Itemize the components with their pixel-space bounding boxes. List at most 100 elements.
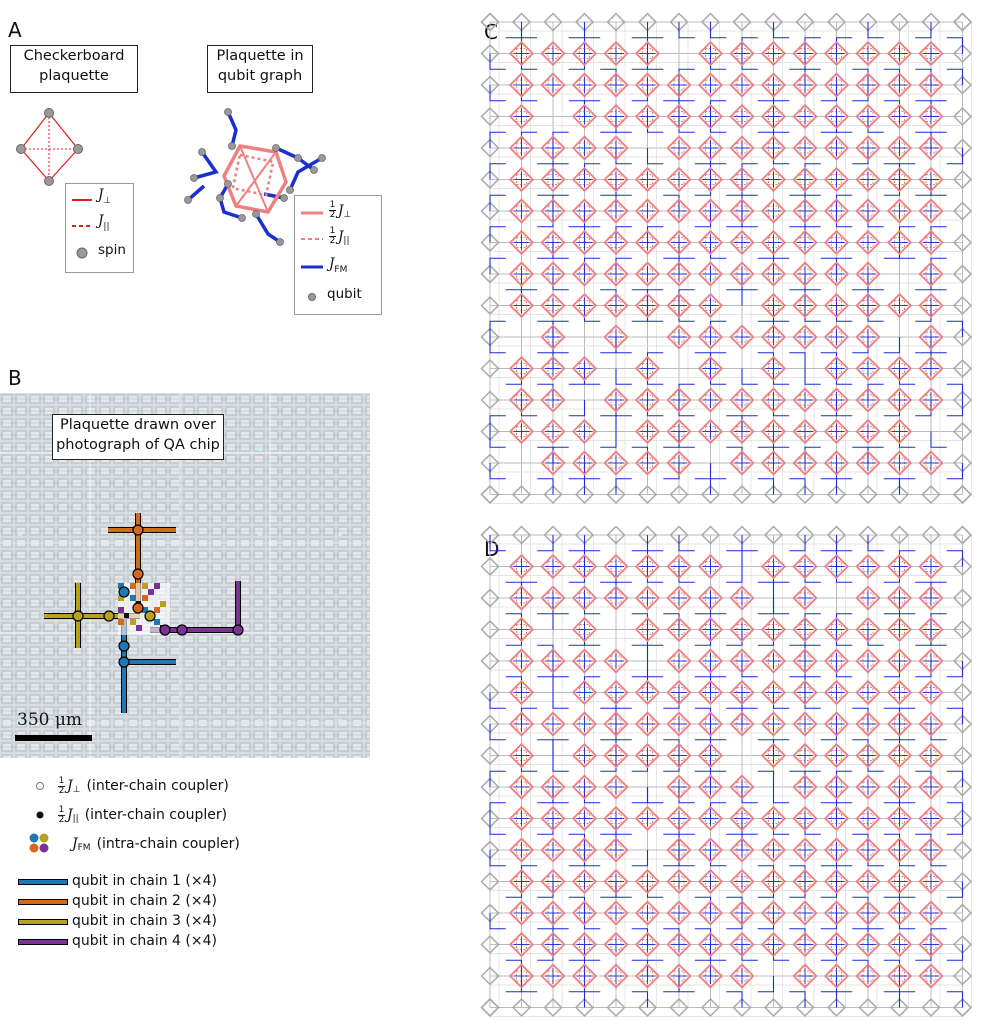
- plaquette: [666, 742, 692, 769]
- plaquette: [571, 166, 598, 193]
- plaquette: [603, 450, 629, 476]
- plaquette: [729, 931, 755, 958]
- fm-chain-path: [537, 676, 554, 693]
- plaquette: [666, 103, 692, 130]
- spin-label: spin: [98, 242, 126, 258]
- plaquette: [571, 135, 598, 161]
- boundary-plaquette: [952, 484, 973, 505]
- intra-chain-marker: [29, 833, 49, 853]
- plaquette: [540, 324, 566, 350]
- plaquette: [760, 616, 787, 643]
- plaquette: [540, 418, 566, 445]
- plaquette: [823, 711, 850, 737]
- boundary-plaquette: [952, 934, 973, 955]
- boundary-plaquette: [858, 12, 878, 32]
- j-perp-label: J⊥: [98, 187, 112, 206]
- plaquette: [571, 229, 598, 256]
- boundary-plaquette: [889, 525, 910, 545]
- plaquette: [540, 292, 566, 319]
- plaquette: [792, 387, 818, 413]
- plaquette: [760, 229, 787, 256]
- fm-chain-path: [946, 383, 964, 400]
- plaquette: [697, 553, 724, 580]
- fm-chain-path: [489, 802, 506, 819]
- plaquette: [603, 229, 629, 256]
- plaquette: [697, 355, 724, 382]
- plaquette: [697, 135, 724, 161]
- plaquette: [918, 837, 944, 863]
- plaquette: [823, 648, 850, 674]
- plaquette-over-chip-caption: Plaquette drawn over photograph of QA ch…: [52, 414, 224, 460]
- plaquette: [729, 103, 755, 130]
- plaquette: [540, 40, 566, 67]
- fm-chain-path: [489, 226, 506, 243]
- plaquette: [855, 40, 881, 67]
- plaquette: [697, 166, 724, 193]
- boundary-plaquette: [952, 201, 973, 221]
- plaquette: [697, 805, 724, 832]
- fm-chain-path: [552, 739, 569, 756]
- plaquette: [792, 711, 818, 737]
- fm-chain-path: [489, 692, 506, 709]
- plaquette: [918, 805, 944, 832]
- plaquette: [886, 585, 913, 611]
- plaquette: [855, 261, 881, 287]
- plaquette: [603, 198, 629, 224]
- plaquette: [603, 868, 629, 895]
- boundary-plaquette: [952, 232, 973, 253]
- boundary-plaquette: [952, 106, 973, 127]
- plaquette: [540, 198, 566, 224]
- plaquette: [697, 774, 724, 800]
- plaquette: [729, 648, 755, 674]
- boundary-plaquette: [952, 871, 973, 892]
- plaquette: [603, 648, 629, 674]
- fm-chain-path: [772, 787, 790, 804]
- boundary-plaquette: [952, 682, 973, 703]
- boundary-plaquette: [480, 295, 500, 316]
- plaquette: [729, 166, 755, 193]
- boundary-plaquette: [480, 138, 500, 158]
- boundary-plaquette: [574, 997, 595, 1018]
- plaquette: [823, 166, 850, 193]
- plaquette: [729, 387, 755, 413]
- fm-chain-path: [757, 478, 775, 495]
- fm-chain-path: [583, 478, 601, 495]
- plaquette: [918, 711, 944, 737]
- plaquette: [823, 198, 850, 224]
- fm-chain-path: [726, 566, 743, 583]
- plaquette: [571, 261, 598, 287]
- plaquette: [571, 742, 598, 769]
- plaquette: [697, 868, 724, 895]
- fm-chain-path: [741, 550, 758, 567]
- plaquette: [823, 774, 850, 800]
- plaquette: [697, 387, 724, 413]
- plaquette: [666, 72, 692, 98]
- boundary-plaquette: [480, 484, 500, 505]
- plaquette: [666, 292, 692, 319]
- boundary-plaquette: [952, 966, 973, 986]
- half-j-par-swatch: [301, 238, 323, 240]
- plaquette: [855, 135, 881, 161]
- plaquette: [603, 931, 629, 958]
- plaquette: [792, 931, 818, 958]
- checkerboard-plaquette-title: Checkerboard plaquette: [10, 45, 138, 93]
- plaquette: [540, 648, 566, 674]
- plaquette: [855, 742, 881, 769]
- boundary-plaquette: [480, 358, 500, 379]
- plaquette: [666, 648, 692, 674]
- fm-chain-path: [946, 707, 964, 724]
- plaquette: [792, 837, 818, 863]
- boundary-plaquette: [480, 997, 500, 1018]
- plaquette: [540, 774, 566, 800]
- boundary-plaquette: [795, 12, 815, 32]
- plaquette: [760, 40, 787, 67]
- plaquette: [571, 553, 598, 580]
- plaquette: [571, 450, 598, 476]
- boundary-plaquette: [921, 484, 941, 505]
- plaquette: [918, 261, 944, 287]
- plaquette: [508, 553, 535, 580]
- plaquette: [634, 40, 661, 67]
- boundary-plaquette: [952, 903, 973, 923]
- boundary-plaquette: [480, 934, 500, 955]
- boundary-plaquette: [952, 327, 973, 347]
